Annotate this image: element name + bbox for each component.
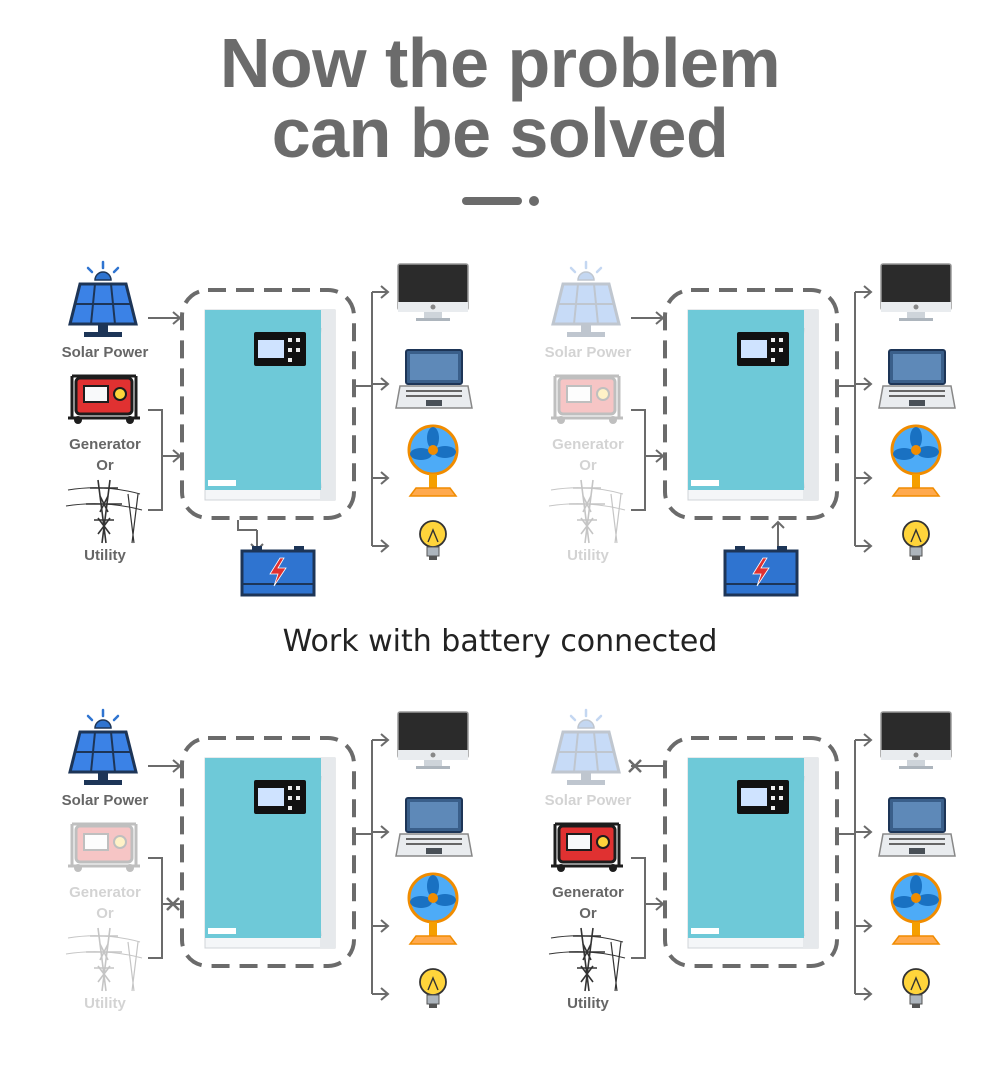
output-arrow-monitor (855, 733, 873, 747)
solar-label: Solar Power (544, 344, 632, 361)
lightbulb-icon (902, 520, 930, 560)
power-tower-icon (548, 479, 626, 544)
headline-line-1: Now the problem (219, 24, 781, 102)
utility-label: Utility (567, 995, 609, 1012)
inverter-dashed-boundary (663, 288, 839, 520)
output-arrow-laptop (855, 377, 873, 391)
inverter-icon (687, 757, 819, 949)
generator-icon (551, 374, 623, 424)
solar-panel-icon (68, 260, 138, 337)
output-bus (354, 292, 373, 546)
output-arrow-laptop (855, 825, 873, 839)
solar-input-arrow (631, 311, 665, 325)
lightbulb-icon (419, 968, 447, 1008)
laptop-icon (878, 797, 956, 857)
laptop-icon (395, 797, 473, 857)
laptop-icon (878, 349, 956, 409)
monitor-icon (397, 263, 469, 321)
monitor-icon (880, 711, 952, 769)
generator-icon (68, 374, 140, 424)
output-arrow-fan (372, 471, 390, 485)
output-arrow-laptop (372, 825, 390, 839)
output-arrow-monitor (372, 733, 390, 747)
grid-input-bracket (631, 857, 646, 959)
utility-label: Utility (84, 547, 126, 564)
output-arrow-bulb (372, 539, 390, 553)
output-arrow-fan (855, 471, 873, 485)
panel-battery-discharging: Solar Power Generator Or Utility (523, 258, 1000, 618)
output-arrow-fan (372, 919, 390, 933)
grid-cut-mark (166, 897, 180, 911)
output-arrow-bulb (855, 539, 873, 553)
or-label: Or (579, 457, 597, 474)
battery-icon (240, 546, 316, 597)
solar-input-arrow (148, 311, 182, 325)
power-tower-icon (65, 927, 143, 992)
solar-label: Solar Power (544, 792, 632, 809)
solar-panel-icon (68, 708, 138, 785)
generator-icon (68, 822, 140, 872)
headline-line-2: can be solved (271, 94, 729, 172)
caption: Work with battery connected (282, 624, 718, 659)
fan-icon (407, 424, 459, 497)
or-label: Or (579, 905, 597, 922)
lightbulb-icon (902, 968, 930, 1008)
output-bus (837, 292, 856, 546)
grid-input-bracket (631, 409, 646, 511)
solar-label: Solar Power (61, 792, 149, 809)
output-arrow-monitor (372, 285, 390, 299)
flow-diagram (548, 260, 956, 597)
panel-solar-only: Solar Power Generator Or Utility (40, 706, 520, 1066)
solar-input-arrow (148, 759, 182, 773)
inverter-dashed-boundary (180, 288, 356, 520)
monitor-icon (880, 263, 952, 321)
or-label: Or (96, 457, 114, 474)
lightbulb-icon (419, 520, 447, 560)
fan-icon (890, 424, 942, 497)
generator-label: Generator (69, 436, 141, 453)
generator-label: Generator (552, 884, 624, 901)
power-tower-icon (548, 927, 626, 992)
monitor-icon (397, 711, 469, 769)
solar-cut-mark (628, 759, 642, 773)
inverter-icon (204, 757, 336, 949)
inverter-dashed-boundary (663, 736, 839, 968)
solar-panel-icon (551, 260, 621, 337)
output-arrow-bulb (855, 987, 873, 1001)
inverter-icon (687, 309, 819, 501)
divider-bar (462, 197, 522, 205)
power-tower-icon (65, 479, 143, 544)
flow-diagram (65, 260, 473, 597)
solar-panel-icon (551, 708, 621, 785)
generator-label: Generator (552, 436, 624, 453)
or-label: Or (96, 905, 114, 922)
grid-input-bracket (148, 409, 163, 511)
output-arrow-laptop (372, 377, 390, 391)
output-bus (837, 740, 856, 994)
panel-battery-charging: Solar Power Generator Or Utility (40, 258, 520, 618)
flow-diagram (548, 708, 956, 1008)
utility-label: Utility (84, 995, 126, 1012)
generator-icon (551, 822, 623, 872)
solar-label: Solar Power (61, 344, 149, 361)
fan-icon (407, 872, 459, 945)
flow-diagram (65, 708, 473, 1008)
panel-generator-utility: Solar Power Generator Or Utility (523, 706, 1000, 1066)
output-arrow-bulb (372, 987, 390, 1001)
output-bus (354, 740, 373, 994)
inverter-dashed-boundary (180, 736, 356, 968)
utility-label: Utility (567, 547, 609, 564)
output-arrow-fan (855, 919, 873, 933)
inverter-icon (204, 309, 336, 501)
battery-icon (723, 546, 799, 597)
fan-icon (890, 872, 942, 945)
laptop-icon (395, 349, 473, 409)
divider-dot (529, 196, 539, 206)
generator-label: Generator (69, 884, 141, 901)
output-arrow-monitor (855, 285, 873, 299)
grid-input-bracket (148, 857, 163, 959)
